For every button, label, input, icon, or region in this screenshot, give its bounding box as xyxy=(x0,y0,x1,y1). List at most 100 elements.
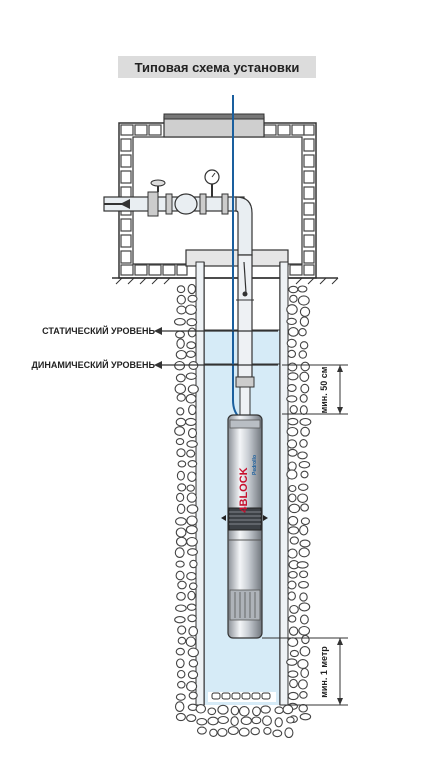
gravel-stone xyxy=(196,726,207,735)
gravel-stone xyxy=(286,716,295,724)
gravel-stone xyxy=(230,716,239,727)
gravel-stone xyxy=(286,384,297,392)
gravel-stone xyxy=(207,716,219,726)
gravel-stone xyxy=(186,492,197,503)
gravel-stone xyxy=(185,417,197,426)
static-level-arrow xyxy=(154,327,278,335)
gravel-stone xyxy=(287,327,299,337)
gravel-stone xyxy=(299,570,309,579)
gravel-stone xyxy=(299,341,309,350)
ground-line xyxy=(112,277,339,285)
gravel-stone xyxy=(298,328,307,337)
gravel-stone xyxy=(217,715,229,725)
gravel-stone xyxy=(177,680,186,689)
gravel-stone xyxy=(186,318,198,327)
gravel-stone xyxy=(287,372,299,381)
gravel-stone xyxy=(176,294,186,305)
gravel-stone xyxy=(185,393,197,404)
gravel-stone xyxy=(289,604,299,614)
gravel-stone xyxy=(299,439,308,448)
gravel-stone xyxy=(189,559,198,569)
gravel-stone xyxy=(217,727,228,737)
gravel-stone xyxy=(186,714,197,723)
gravel-left xyxy=(173,283,199,723)
gravel-stone xyxy=(300,426,310,437)
gravel-stone xyxy=(289,294,298,303)
gravel-stone xyxy=(297,295,310,306)
gravel-stone xyxy=(176,338,185,349)
gravel-stone xyxy=(300,503,309,512)
gravel-stone xyxy=(175,560,185,568)
gravel-stone xyxy=(288,570,298,579)
gravel-stone xyxy=(187,548,198,556)
gravel-stone xyxy=(187,590,196,601)
gravel-stone xyxy=(288,493,297,503)
gravel-stone xyxy=(250,727,260,736)
gravel-stone xyxy=(175,527,187,538)
gravel-stone xyxy=(300,361,310,372)
gravel-stone xyxy=(251,716,262,725)
gravel-stone xyxy=(288,285,299,294)
gravel-stone xyxy=(186,440,198,448)
gravel-stone xyxy=(298,547,310,558)
gravel-stone xyxy=(286,426,299,437)
gravel-stone xyxy=(175,349,187,360)
gravel-stone xyxy=(286,439,298,449)
pump-brand: 4BLOCK xyxy=(238,467,250,512)
gravel-stone xyxy=(298,602,311,612)
gravel-stone xyxy=(185,304,197,315)
gravel-stone xyxy=(176,393,186,402)
gravel-stone xyxy=(187,327,197,338)
static-level-label: СТАТИЧЕСКИЙ УРОВЕНЬ xyxy=(42,325,155,336)
gravel-stone xyxy=(175,693,186,701)
gravel-stone xyxy=(299,691,308,699)
dimension-min-50cm xyxy=(282,364,348,415)
gravel-stone xyxy=(286,658,298,666)
gravel-stone xyxy=(175,536,188,547)
gravel-stone xyxy=(284,727,294,739)
gravel-stone xyxy=(300,470,309,479)
gravel-stone xyxy=(186,504,199,514)
gravel-right xyxy=(286,285,312,723)
gravel-stone xyxy=(187,283,197,295)
gravel-stone xyxy=(298,460,311,469)
gravel-stone xyxy=(175,517,187,526)
gravel-stone xyxy=(175,647,185,656)
gravel-stone xyxy=(175,438,185,446)
gravel-stone xyxy=(288,615,297,623)
gravel-stone xyxy=(186,515,198,526)
gravel-stone xyxy=(174,701,185,712)
gravel-stone xyxy=(176,470,185,481)
gravel-stone xyxy=(177,636,187,645)
gravel-stone xyxy=(287,362,298,372)
gravel-stone xyxy=(296,561,309,569)
gravel-stone xyxy=(174,547,185,558)
dynamic-level-arrow xyxy=(154,361,278,369)
gravel-stone xyxy=(286,338,297,348)
gravel-stone xyxy=(186,484,195,492)
gravel-stone xyxy=(187,614,197,623)
gravel-stone xyxy=(289,405,298,414)
gravel-stone xyxy=(175,330,185,339)
gravel-stone xyxy=(175,712,186,722)
gravel-stone xyxy=(299,405,308,416)
gravel-stone xyxy=(287,448,298,457)
gravel-stone xyxy=(174,360,186,371)
gravel-stone xyxy=(300,383,310,394)
gravel-stone xyxy=(175,658,185,669)
discharge-pipeline xyxy=(103,169,253,256)
gravel-stone xyxy=(299,316,310,327)
gravel-stone xyxy=(287,548,298,559)
gravel-stone xyxy=(188,691,198,700)
gravel-stone xyxy=(240,716,252,726)
gravel-stone xyxy=(176,305,187,315)
pump-sub-brand: Pedrollo xyxy=(252,455,258,475)
gravel-stone xyxy=(287,515,299,526)
gravel-stone xyxy=(207,707,217,716)
gravel-stone xyxy=(287,670,299,678)
gravel-stone xyxy=(174,616,186,624)
gravel-stone xyxy=(174,426,186,436)
gravel-stone xyxy=(287,461,297,472)
bottom-filter xyxy=(208,692,276,702)
